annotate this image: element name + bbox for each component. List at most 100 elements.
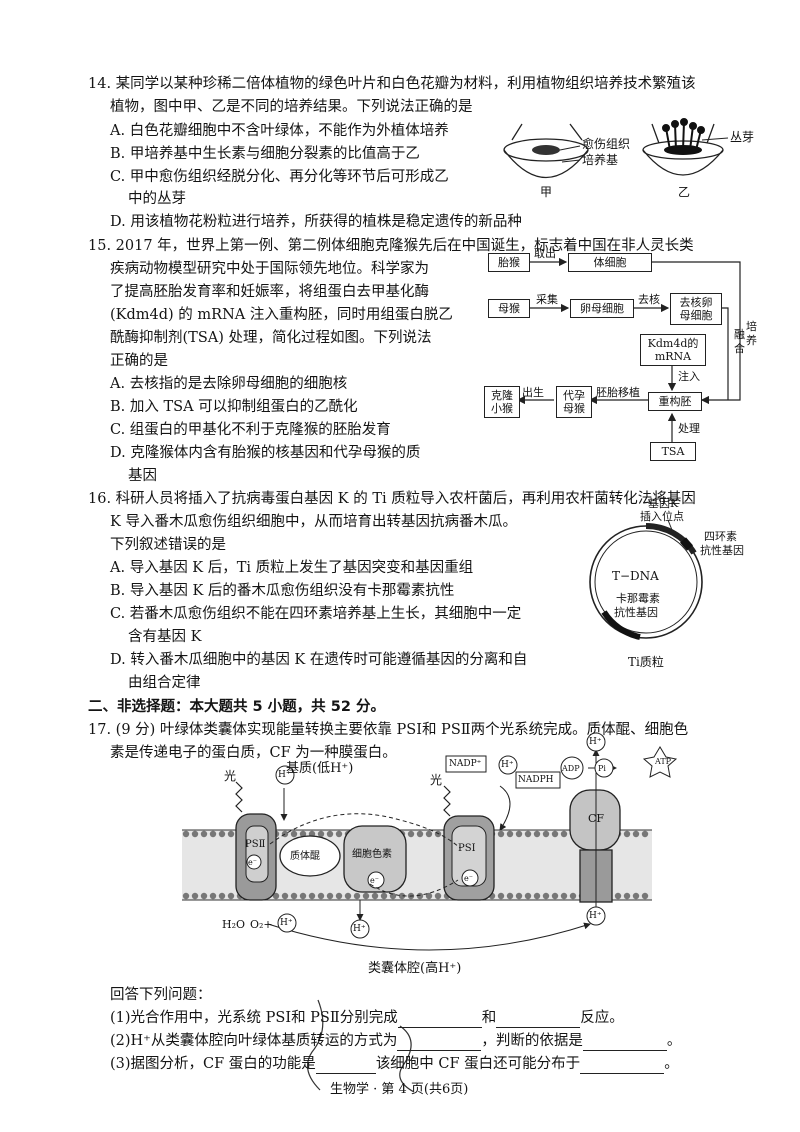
lipid-head (425, 830, 433, 838)
bud-cluster (662, 118, 705, 155)
lipid-head (182, 892, 190, 900)
lipid-head (497, 830, 505, 838)
lipid-head (407, 892, 415, 900)
q15-stem-line1: 15. 2017 年，世界上第一例、第二例体细胞克隆猴先后在中国诞生，标志着中国… (88, 238, 694, 254)
lipid-head (569, 892, 577, 900)
lipid-head (560, 830, 568, 838)
lipid-head (335, 830, 343, 838)
lipid-head (290, 892, 298, 900)
lipid-head (344, 892, 352, 900)
box-clone-monkey: 克隆 小猴 (484, 386, 520, 418)
lipid-head (641, 830, 649, 838)
q17-blank-3a[interactable] (315, 1059, 376, 1074)
box-kdm4d-mrna: Kdm4d的 mRNA (640, 334, 706, 366)
lipid-head (227, 892, 235, 900)
lipid-head (506, 830, 514, 838)
q17-stem-line1: 17. (9 分) 叶绿体类囊体实现能量转换主要依靠 PSⅠ和 PSⅡ两个光系统… (88, 722, 689, 738)
lipid-head (326, 892, 334, 900)
q17-sub2-text-c: 。 (666, 1033, 682, 1049)
lipid-head (371, 892, 379, 900)
lipid-head (200, 830, 208, 838)
page-footer: 生物学 · 第 4 页(共6页) (330, 1082, 469, 1097)
medium-label: 培养基 (582, 153, 619, 167)
label-light-1: 光 (224, 769, 237, 783)
lipid-head (569, 830, 577, 838)
lipid-head (614, 892, 622, 900)
lipid-head (191, 830, 199, 838)
tdna-segment (645, 522, 697, 555)
label-embryo-transfer: 胚胎移植 (596, 386, 640, 399)
lipid-head (263, 892, 271, 900)
label-h-lumen-1: H⁺ (280, 918, 293, 928)
lipid-head (290, 830, 298, 838)
q14-option-a: A. 白色花瓣细胞中不含叶绿体，不能作为外植体培养 (110, 123, 449, 139)
lipid-head (227, 830, 235, 838)
label-h-lumen-3: H⁺ (589, 911, 602, 921)
q14-option-b: B. 甲培养基中生长素与细胞分裂素的比值高于乙 (110, 146, 420, 162)
lipid-head (542, 830, 550, 838)
dish-jia-label: 甲 (540, 185, 553, 199)
kdm-line1: Kdm4d的 (647, 337, 699, 350)
lipid-head (326, 830, 334, 838)
label-h2o: H₂O (222, 918, 246, 931)
label-lumen: 类囊体腔(高H⁺) (368, 961, 462, 976)
lipid-head (353, 830, 361, 838)
label-h-stroma-1: H⁺ (278, 770, 291, 780)
label-tdna: T−DNA (612, 569, 659, 583)
lipid-head (398, 830, 406, 838)
q14-option-c: C. 甲中愈伤组织经脱分化、再分化等环节后可形成乙 (110, 169, 449, 185)
q15-stem-line5: 酰酶抑制剂(TSA) 处理，简化过程如图。下列说法 (110, 330, 432, 346)
lipid-head (245, 892, 253, 900)
box-fetal-monkey: 胎猴 (488, 253, 530, 272)
lipid-head (416, 892, 424, 900)
label-fusion1: 融 (734, 328, 745, 341)
lipid-head (299, 892, 307, 900)
lipid-head (389, 892, 397, 900)
q15-option-a: A. 去核指的是去除卵母细胞的细胞核 (110, 376, 348, 392)
label-inject: 注入 (678, 370, 700, 383)
kdm-line2: mRNA (654, 350, 692, 363)
lipid-head (353, 892, 361, 900)
q17-sub1: (1)光合作用中，光系统 PSⅠ和 PSⅡ分别完成和反应。 (110, 1008, 624, 1028)
label-kan-resistance1: 卡那霉素 (616, 592, 660, 605)
lipid-head (479, 892, 487, 900)
section-2-heading: 二、非选择题：本大题共 5 小题，共 52 分。 (88, 699, 385, 715)
lipid-head (578, 830, 586, 838)
enucleated-line2: 母细胞 (679, 309, 713, 322)
q14-stem-line2: 植物，图中甲、乙是不同的培养结果。下列说法正确的是 (110, 99, 473, 115)
lipid-head (551, 830, 559, 838)
q15-stem-line3: 了提高胚胎发育率和妊娠率，将组蛋白去甲基化酶 (110, 284, 429, 300)
q17-blank-2a[interactable] (397, 1036, 482, 1051)
label-cf: CF (588, 812, 605, 825)
lipid-head (182, 830, 190, 838)
q17-sub2: (2)H⁺从类囊体腔向叶绿体基质转运的方式为，判断的依据是。 (110, 1031, 681, 1051)
enucleated-line1: 去核卵 (679, 296, 713, 309)
q17-sub3-text-b: 该细胞中 CF 蛋白还可能分布于 (375, 1056, 581, 1072)
q17-sub1-text-b: 和 (481, 1010, 497, 1026)
lipid-head (623, 830, 631, 838)
label-insertion-site1: 基因K (648, 497, 679, 510)
q17-blank-3b[interactable] (580, 1059, 665, 1074)
q17-blank-1b[interactable] (496, 1013, 581, 1028)
lipid-head (308, 892, 316, 900)
lipid-head (407, 830, 415, 838)
lipid-head (299, 830, 307, 838)
q15-option-d-cont: 基因 (128, 468, 157, 484)
q17-blank-2b[interactable] (582, 1036, 667, 1051)
lipid-head (623, 892, 631, 900)
q16-option-c: C. 若番木瓜愈伤组织不能在四环素培养基上生长，其细胞中一定 (110, 606, 522, 622)
label-electron-2: e⁻ (370, 876, 379, 885)
callus-label: 愈伤组织 (582, 137, 631, 151)
lipid-head (371, 830, 379, 838)
label-ti-plasmid: Ti质粒 (628, 655, 664, 669)
q17-sub3-text-c: 。 (664, 1056, 679, 1072)
lipid-head (398, 892, 406, 900)
lipid-head (488, 830, 496, 838)
lipid-head (236, 830, 244, 838)
q16-option-a: A. 导入基因 K 后，Ti 质粒上发生了基因突变和基因重组 (110, 560, 474, 576)
lipid-head (362, 830, 370, 838)
lipid-head (470, 892, 478, 900)
q17-blank-1a[interactable] (397, 1013, 482, 1028)
q17-stem-line2: 素是传递电子的蛋白质，CF 为一种膜蛋白。 (110, 745, 397, 761)
box-mother-monkey: 母猴 (488, 299, 530, 318)
